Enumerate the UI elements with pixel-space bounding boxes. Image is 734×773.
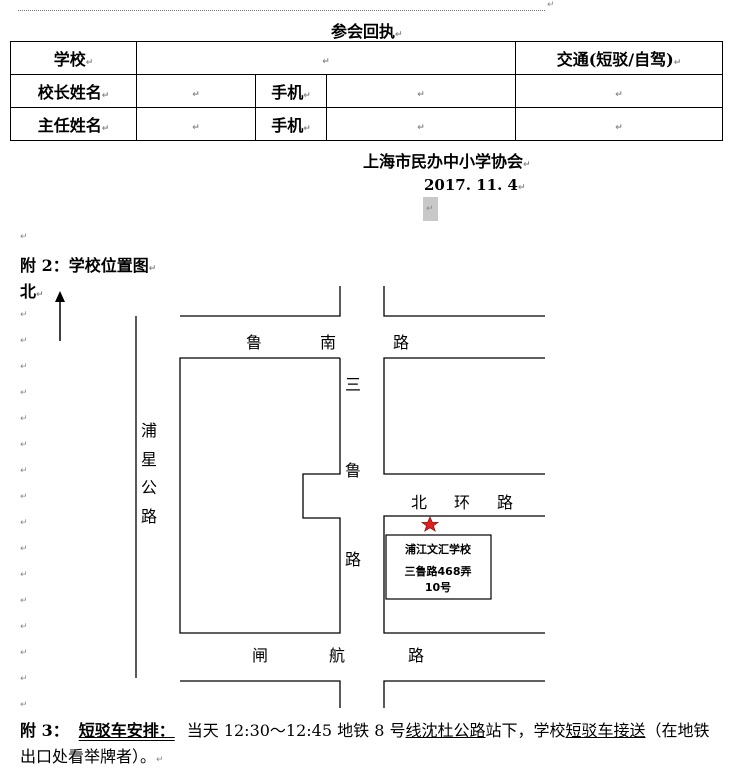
lunan-road-north-edge-right	[383, 286, 545, 317]
school-star-icon	[420, 516, 440, 532]
principal-label-cell: 校长姓名↵	[10, 74, 137, 108]
lunan-road-north-edge-left	[180, 286, 341, 317]
metro-station-link[interactable]: 线沈杜公路	[405, 721, 486, 740]
west-block-outline	[179, 357, 341, 634]
road-beihuan-char: 北	[411, 493, 427, 512]
road-lunan-char: 路	[393, 333, 409, 352]
road-puxing-char: 星	[141, 450, 157, 469]
table-row: 校长姓名↵ ↵ 手机↵ ↵ ↵	[10, 74, 723, 108]
shuttle-pickup-link[interactable]: 短驳车接送	[565, 721, 646, 740]
zhahang-road-south-edge-left	[180, 680, 341, 708]
road-sanlu-char: 鲁	[345, 461, 361, 480]
zhahang-road-south-edge-right	[383, 680, 545, 708]
table-row: 学校↵ ↵ 交通(短驳/自驾)↵	[10, 41, 723, 75]
road-beihuan-char: 环	[454, 493, 470, 512]
southeast-block-outline	[383, 515, 545, 634]
appendix3-paragraph: 附 3：短驳车安排：当天 12:30～12:45 地铁 8 号线沈杜公路站下，学…	[20, 721, 710, 766]
empty-paragraph-marks: ↵ ↵ ↵ ↵ ↵ ↵ ↵ ↵ ↵ ↵ ↵ ↵ ↵ ↵ ↵ ↵	[20, 310, 28, 710]
receipt-title: 参会回执↵	[331, 22, 403, 41]
road-lunan-char: 鲁	[246, 333, 262, 352]
traffic-label-cell: 交通(短驳/自驾)↵	[515, 41, 723, 75]
signature-org: 上海市民办中小学协会↵	[363, 152, 531, 171]
road-sanlu-char: 三	[345, 375, 361, 394]
director-name-cell[interactable]: ↵	[136, 107, 256, 141]
appendix3-heading: 附 3：	[20, 721, 69, 740]
north-arrow-icon	[55, 291, 65, 302]
director-phone-cell[interactable]: ↵	[326, 107, 516, 141]
road-sanlu-char: 路	[345, 550, 361, 569]
principal-name-cell[interactable]: ↵	[136, 74, 256, 108]
road-puxing-char: 浦	[141, 421, 157, 440]
director-label-cell: 主任姓名↵	[10, 107, 137, 141]
phone-label-cell: 手机↵	[255, 74, 327, 108]
receipt-table: 学校↵ ↵ 交通(短驳/自驾)↵ 校长姓名↵ ↵ 手机↵ ↵ ↵ 主任姓名↵ ↵…	[10, 41, 723, 141]
road-beihuan-char: 路	[497, 493, 513, 512]
director-traffic-cell[interactable]: ↵	[515, 107, 723, 141]
paragraph-mark: ↵	[547, 0, 555, 10]
appendix2-heading: 附 2：学校位置图↵	[20, 256, 157, 275]
northeast-block-outline	[383, 357, 545, 475]
phone-label-cell: 手机↵	[255, 107, 327, 141]
school-address-line1: 三鲁路468弄	[405, 564, 472, 578]
road-puxing-char: 路	[141, 507, 157, 526]
road-lunan-char: 南	[320, 333, 336, 352]
separator-dotted-line	[18, 10, 545, 11]
selected-paragraph-mark: ↵	[423, 197, 438, 221]
north-label: 北↵	[20, 282, 44, 301]
paragraph-mark: ↵	[20, 232, 28, 242]
school-info-box	[385, 534, 492, 600]
school-name: 浦江文汇学校	[405, 542, 472, 556]
school-label-cell: 学校↵	[10, 41, 137, 75]
table-row: 主任姓名↵ ↵ 手机↵ ↵ ↵	[10, 107, 723, 141]
road-zhahang-char: 路	[408, 646, 424, 665]
road-puxing-char: 公	[141, 478, 157, 497]
road-zhahang-char: 航	[329, 646, 345, 665]
principal-traffic-cell[interactable]: ↵	[515, 74, 723, 108]
shuttle-label: 短驳车安排：	[78, 721, 175, 740]
road-zhahang-char: 闸	[252, 646, 268, 665]
signature-date: 2017. 11. 4↵	[424, 176, 526, 194]
school-address-line2: 10号	[425, 581, 451, 594]
